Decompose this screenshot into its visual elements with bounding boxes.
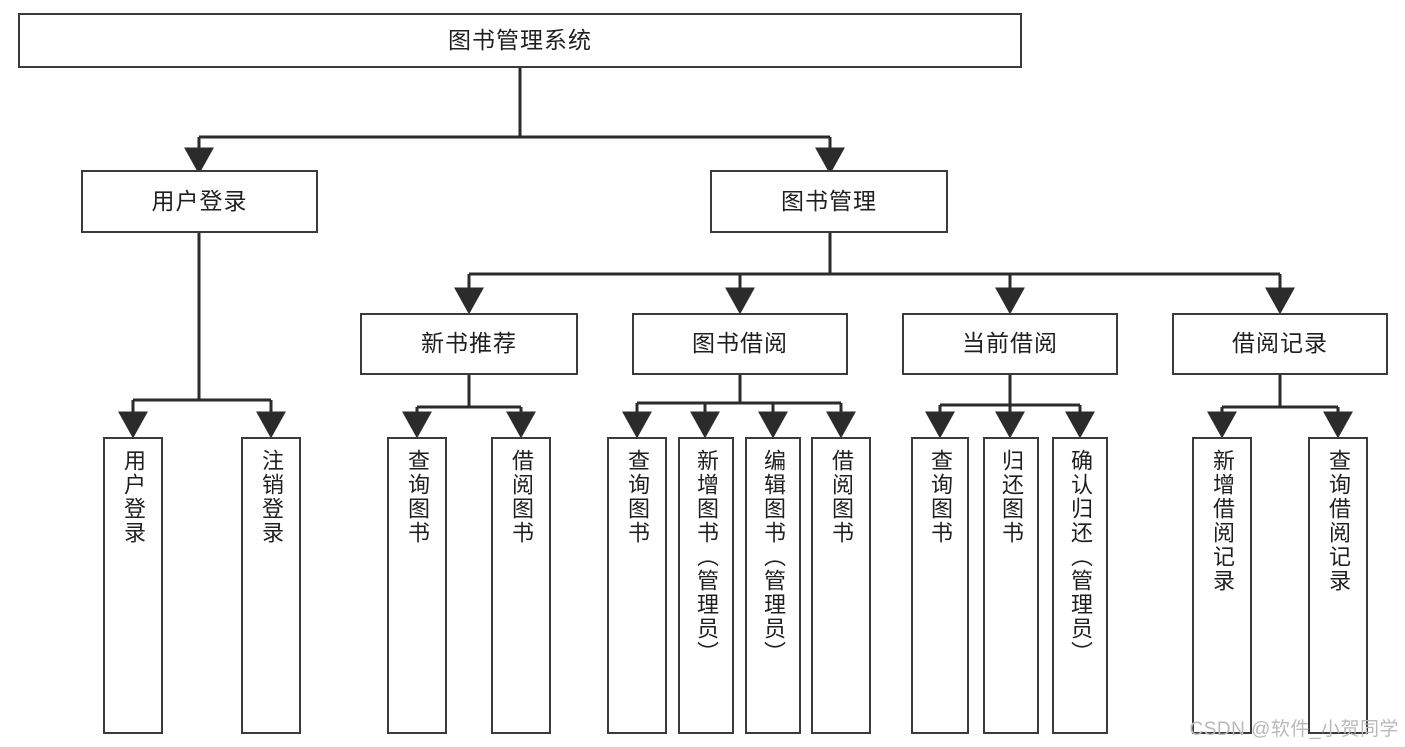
node-current-borrow[interactable]: 当前借阅 — [902, 313, 1118, 375]
leaf-book-borrow-query-book[interactable]: 查询图书 — [607, 437, 667, 734]
leaf-label: 用户登录 — [120, 449, 146, 545]
node-label: 图书管理系统 — [448, 26, 592, 53]
node-label: 图书管理 — [781, 187, 877, 214]
leaf-label: 借阅图书 — [828, 449, 854, 545]
leaf-current-borrow-query-book[interactable]: 查询图书 — [911, 437, 969, 734]
leaf-current-borrow-confirm-return-admin[interactable]: 确认归还（管理员） — [1052, 437, 1108, 734]
node-root-book-management-system[interactable]: 图书管理系统 — [18, 13, 1022, 68]
leaf-label: 查询图书 — [927, 449, 953, 545]
node-new-book-recommend[interactable]: 新书推荐 — [360, 313, 578, 375]
node-label: 用户登录 — [151, 187, 248, 214]
leaf-borrow-record-query-record[interactable]: 查询借阅记录 — [1308, 437, 1368, 734]
node-label: 图书借阅 — [692, 330, 788, 357]
node-user-login[interactable]: 用户登录 — [81, 170, 318, 233]
leaf-user-login-login[interactable]: 用户登录 — [103, 437, 163, 734]
leaf-book-borrow-edit-book-admin[interactable]: 编辑图书（管理员） — [745, 437, 801, 734]
leaf-user-login-logout[interactable]: 注销登录 — [241, 437, 301, 734]
leaf-book-borrow-add-book-admin[interactable]: 新增图书（管理员） — [678, 437, 734, 734]
leaf-new-book-query-book[interactable]: 查询图书 — [387, 437, 447, 734]
leaf-book-borrow-borrow-book[interactable]: 借阅图书 — [811, 437, 871, 734]
leaf-label: 归还图书 — [998, 449, 1024, 545]
leaf-label: 查询图书 — [404, 449, 430, 545]
leaf-label: 新增图书（管理员） — [693, 449, 719, 665]
leaf-label: 确认归还（管理员） — [1067, 449, 1093, 665]
node-label: 当前借阅 — [962, 330, 1058, 357]
node-book-management[interactable]: 图书管理 — [710, 170, 948, 233]
node-label: 借阅记录 — [1232, 330, 1328, 357]
node-borrow-record[interactable]: 借阅记录 — [1172, 313, 1388, 375]
leaf-label: 借阅图书 — [508, 449, 534, 545]
node-book-borrow[interactable]: 图书借阅 — [632, 313, 848, 375]
leaf-current-borrow-return-book[interactable]: 归还图书 — [983, 437, 1039, 734]
leaf-label: 编辑图书（管理员） — [760, 449, 786, 665]
leaf-label: 新增借阅记录 — [1209, 449, 1235, 593]
leaf-label: 查询图书 — [624, 449, 650, 545]
leaf-borrow-record-add-record[interactable]: 新增借阅记录 — [1192, 437, 1252, 734]
node-label: 新书推荐 — [421, 330, 517, 357]
leaf-new-book-borrow-book[interactable]: 借阅图书 — [491, 437, 551, 734]
leaf-label: 查询借阅记录 — [1325, 449, 1351, 593]
watermark-csdn: CSDN @软件_小贺同学 — [1189, 719, 1399, 740]
leaf-label: 注销登录 — [258, 449, 284, 545]
